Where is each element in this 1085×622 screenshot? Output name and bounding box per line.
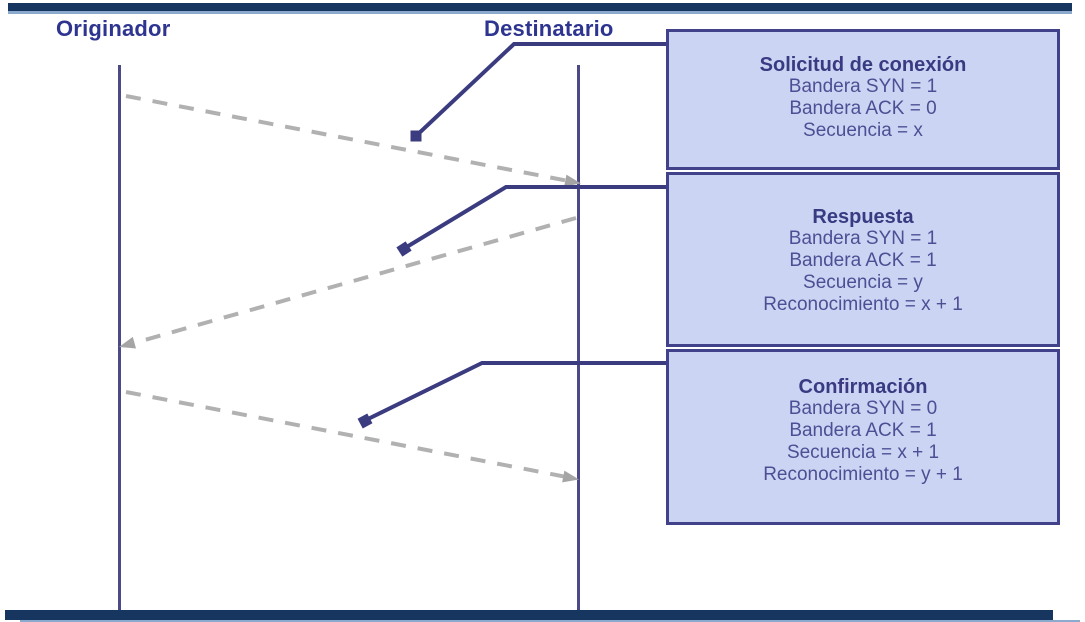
- message-arrow-3-line: [125, 390, 565, 479]
- callout-1-connector: [414, 42, 667, 138]
- bottom-divider-bar: [5, 610, 1053, 620]
- callout-2-marker: [396, 241, 412, 257]
- actor-label-destinatario: Destinatario: [484, 16, 614, 41]
- callout-box-title: Solicitud de conexión: [759, 54, 967, 76]
- callout-box-line: Bandera ACK = 0: [789, 98, 937, 119]
- callout-box-line: Bandera ACK = 1: [789, 420, 937, 441]
- callout-box-confirmacion: Confirmación Bandera SYN = 0 Bandera ACK…: [666, 349, 1060, 525]
- callout-box-line: Secuencia = x: [803, 120, 923, 141]
- callout-box-solicitud: Solicitud de conexión Bandera SYN = 1 Ba…: [666, 29, 1060, 170]
- callout-box-line: Bandera ACK = 1: [789, 250, 937, 271]
- top-divider-accent: [8, 11, 1072, 14]
- message-arrow-1-line: [125, 94, 567, 183]
- top-divider-bar: [8, 3, 1072, 11]
- callout-box-line: Bandera SYN = 1: [788, 228, 938, 249]
- callout-box-line: Secuencia = x + 1: [786, 442, 940, 463]
- callout-box-line: Bandera SYN = 0: [788, 398, 938, 419]
- message-arrow-3-head: [562, 470, 579, 483]
- callout-box-title: Confirmación: [798, 376, 928, 398]
- callout-box-line: Reconocimiento = y + 1: [763, 464, 963, 485]
- callout-2-connector: [403, 185, 667, 250]
- callout-3-connector: [365, 361, 667, 422]
- callout-box-title: Respuesta: [812, 206, 914, 228]
- callout-box-line: Bandera SYN = 1: [788, 76, 938, 97]
- message-arrow-1-head: [564, 174, 581, 187]
- message-arrow-2-line: [133, 216, 577, 345]
- bottom-divider-accent: [20, 620, 1080, 622]
- callout-1-marker: [410, 130, 422, 142]
- callout-box-line: Secuencia = y: [803, 272, 923, 293]
- message-arrow-2-head: [119, 336, 137, 349]
- callout-3-marker: [357, 413, 373, 429]
- callout-box-line: Reconocimiento = x + 1: [763, 294, 963, 315]
- callout-box-respuesta: Respuesta Bandera SYN = 1 Bandera ACK = …: [666, 172, 1060, 347]
- actor-label-originador: Originador: [56, 16, 171, 41]
